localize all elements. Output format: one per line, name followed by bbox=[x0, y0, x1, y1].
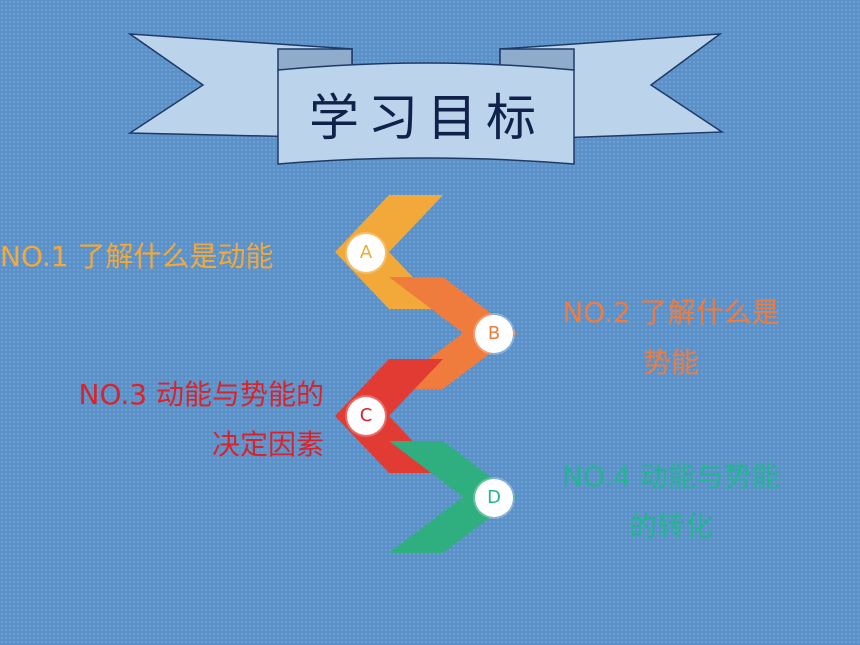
marker-badge-a: A bbox=[347, 234, 385, 272]
goal-1-line-1: NO.1 了解什么是动能 bbox=[0, 240, 274, 273]
goal-4-line-2: 的转化 bbox=[628, 510, 713, 543]
title-ribbon-banner bbox=[127, 33, 725, 165]
goal-1-text: NO.1 了解什么是动能 bbox=[0, 232, 273, 282]
goal-3-line-1: NO.3 动能与势能的 bbox=[78, 378, 324, 411]
goal-2-text: NO.2 了解什么是 势能 bbox=[540, 288, 802, 388]
marker-badge-c: C bbox=[347, 397, 385, 435]
goal-4-text: NO.4 动能与势能 的转化 bbox=[540, 452, 802, 552]
goal-3-line-2: 决定因素 bbox=[211, 428, 324, 461]
marker-badge-b: B bbox=[475, 315, 513, 353]
ribbon-center-panel bbox=[277, 62, 575, 165]
goal-2-line-1: NO.2 了解什么是 bbox=[562, 296, 780, 329]
goal-4-line-1: NO.4 动能与势能 bbox=[562, 460, 780, 493]
page-title: 学习目标 bbox=[309, 89, 545, 147]
goal-2-line-2: 势能 bbox=[642, 346, 699, 379]
zigzag-timeline bbox=[335, 195, 517, 553]
marker-badge-d: D bbox=[475, 479, 513, 517]
goal-3-text: NO.3 动能与势能的 决定因素 bbox=[18, 370, 324, 470]
